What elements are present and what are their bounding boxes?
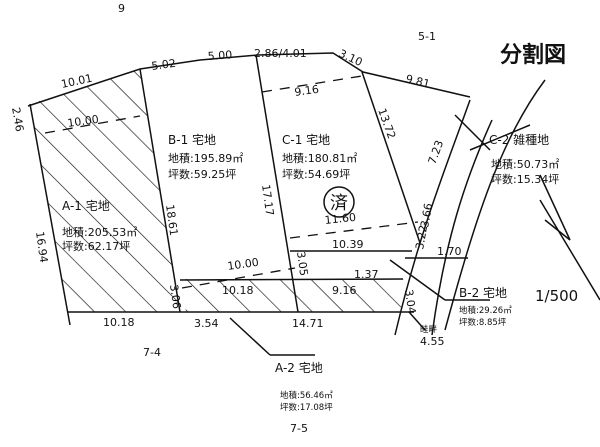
parcel-area: 地積:180.81㎡ [282, 151, 357, 165]
dimension: 16.94 [33, 231, 50, 264]
boundary-lines [27, 52, 600, 356]
neighbor-lot-7-5: 7-5 [290, 422, 308, 435]
parcel-tsubo: 坪数:62.17坪 [62, 240, 130, 253]
dimension: 9.16 [332, 284, 357, 297]
neighbor-lot-9: 9 [118, 2, 125, 15]
dimension: 10.00 [67, 113, 100, 130]
dimension: 5.00 [207, 48, 232, 63]
parcel-b2: B-2 宅地 地積:29.26㎡ 坪数:8.85坪 [459, 285, 512, 328]
parcel-area: 地積:195.89㎡ [168, 151, 243, 165]
parcel-b1: B-1 宅地 地積:195.89㎡ 坪数:59.25坪 [168, 132, 243, 181]
dimension: 13.72 [375, 107, 398, 141]
parcel-tsubo: 坪数:8.85坪 [459, 317, 507, 328]
dashed-guides [44, 75, 419, 289]
dimension: 2.86/4.01 [254, 47, 307, 60]
dimension: 9.81 [404, 72, 431, 91]
parcel-a1-hatch [30, 69, 180, 312]
parcel-label: C-2 雑種地 [489, 132, 549, 147]
parcel-tsubo: 坪数:54.69坪 [282, 168, 350, 181]
dimension: 3.04 [402, 289, 418, 315]
dimension: 7.23 [426, 139, 447, 166]
parcel-label: A-1 宅地 [62, 198, 110, 213]
dimension: 10.18 [222, 284, 254, 297]
dimension: 5.02 [151, 57, 177, 73]
completed-stamp [323, 186, 355, 218]
dimension: 10.01 [60, 72, 94, 91]
dimension: 11.60 [324, 211, 357, 227]
parcel-a2: A-2 宅地 地積:56.46㎡ 坪数:17.08坪 [275, 360, 333, 413]
parcel-label: A-2 宅地 [275, 360, 323, 375]
dimension: 14.71 [292, 317, 324, 330]
parcel-c2: C-2 雑種地 地積:50.73㎡ 坪数:15.34坪 [489, 132, 559, 186]
parcel-label: B-1 宅地 [168, 132, 216, 147]
parcel-area: 地積:205.53㎡ [62, 225, 137, 239]
dimension: 3.22 [413, 224, 430, 250]
dimension: 3.10 [337, 47, 365, 69]
parcel-tsubo: 坪数:17.08坪 [280, 402, 333, 413]
parcel-a2-hatch [181, 279, 404, 312]
scale-label: 1/500 [535, 287, 578, 305]
neighbor-lot-5-1: 5-1 [418, 30, 436, 43]
dimension: 4.55 [420, 335, 445, 348]
dimension: 3.06 [167, 284, 183, 310]
neighbor-lot-7-4: 7-4 [143, 346, 161, 359]
dimension: 3.05 [294, 251, 310, 277]
parcel-area: 地積:29.26㎡ [459, 305, 512, 316]
dimension: 17.17 [259, 184, 276, 217]
dimension: 3.54 [194, 317, 219, 330]
parcel-area: 地積:50.73㎡ [491, 157, 559, 171]
parcel-a1: A-1 宅地 地積:205.53㎡ 坪数:62.17坪 [62, 198, 137, 253]
dimension: 3.66 [418, 202, 435, 228]
ridge-label: 畦畔 [420, 324, 438, 335]
drawing-title: 分割図 [500, 42, 566, 68]
parcel-tsubo: 坪数:59.25坪 [168, 168, 236, 181]
parcel-label: C-1 宅地 [282, 132, 330, 147]
dimension: 18.61 [163, 204, 180, 237]
parcel-c1: C-1 宅地 地積:180.81㎡ 坪数:54.69坪 [282, 132, 357, 181]
dimension: 10.39 [332, 238, 364, 251]
parcel-tsubo: 坪数:15.34坪 [491, 173, 559, 186]
dimension: 10.18 [103, 316, 135, 329]
dimension: 9.16 [294, 83, 320, 99]
dimension: 2.46 [9, 106, 26, 132]
stamp-text: 済 [330, 193, 348, 214]
parcel-label: B-2 宅地 [459, 285, 507, 300]
dimension: 1.70 [437, 245, 462, 258]
dimension: 1.37 [354, 268, 379, 281]
parcel-area: 地積:56.46㎡ [280, 390, 333, 401]
dimension: 10.00 [227, 256, 260, 273]
